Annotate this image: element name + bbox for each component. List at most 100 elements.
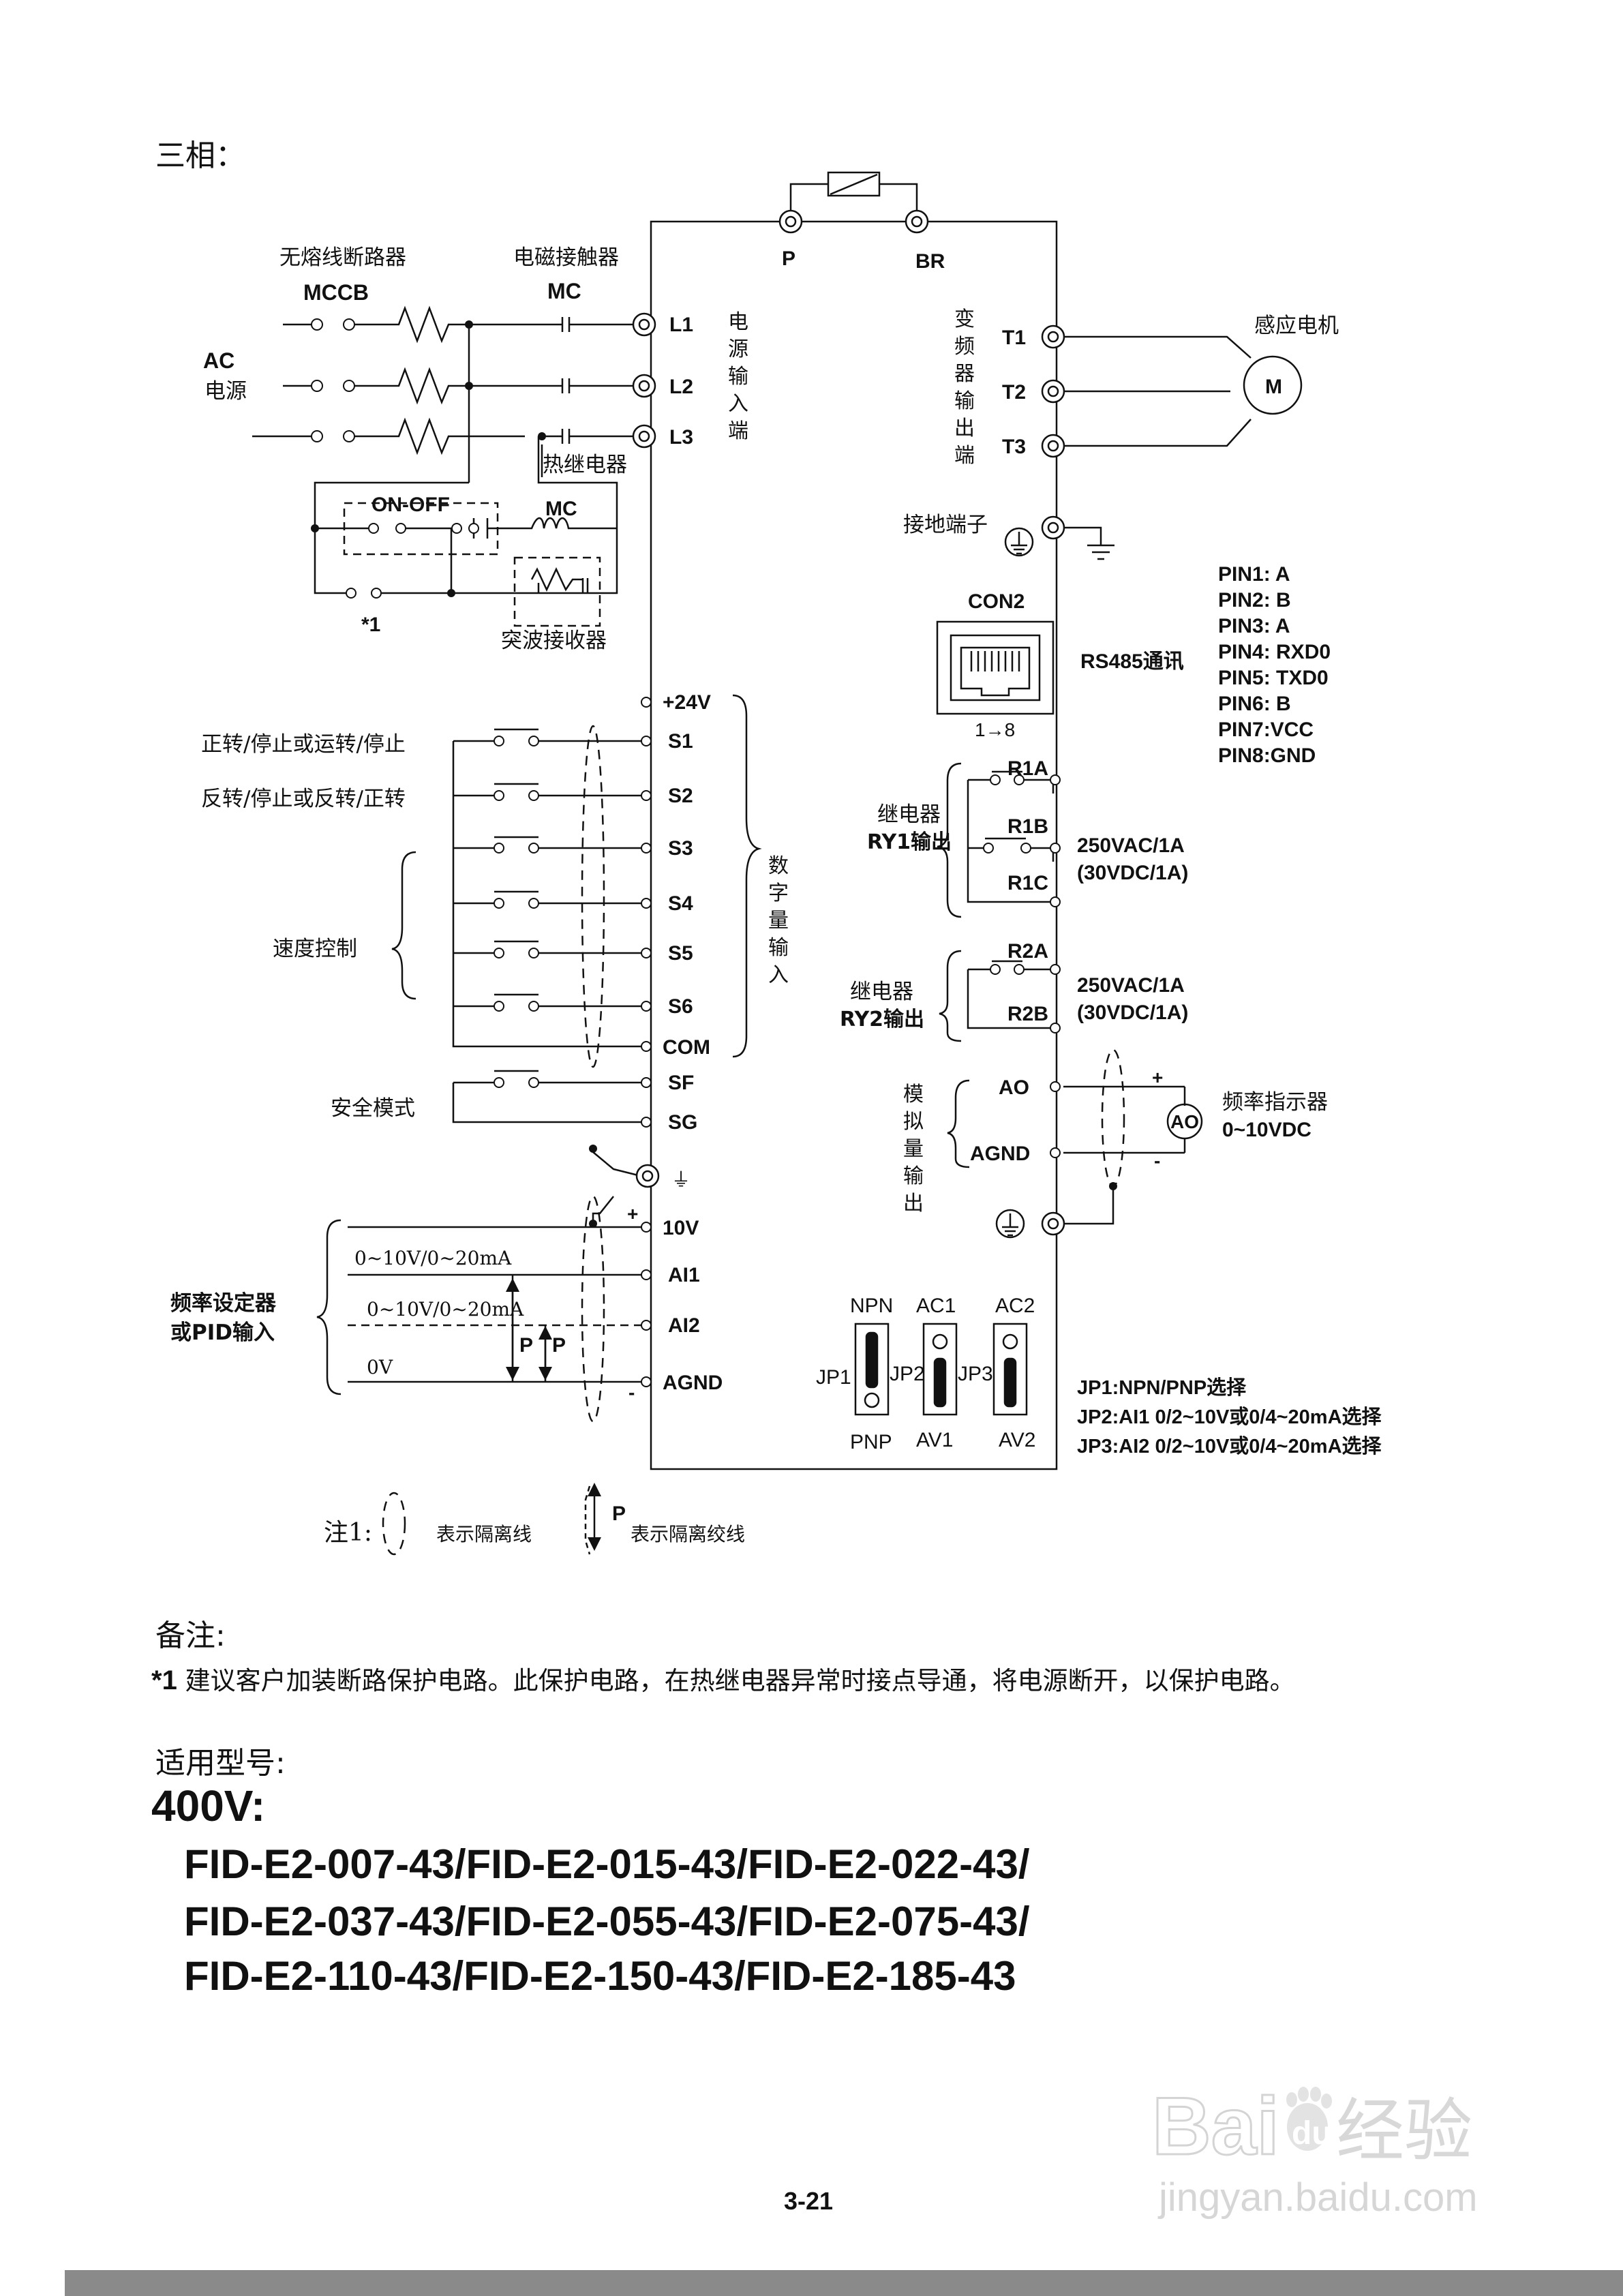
svg-text:拟: 拟 — [903, 1110, 924, 1134]
jp2-name: JP2 — [890, 1363, 925, 1385]
page-number: 3-21 — [784, 2187, 834, 2215]
small-terminals — [311, 318, 1061, 1387]
terminal-br: BR — [915, 250, 945, 273]
terminal-agnd-in: AGND — [663, 1372, 723, 1394]
svg-text:端: 端 — [728, 419, 748, 443]
ac-label: AC — [203, 348, 234, 373]
jumper-legend: JP1:NPN/PNP选择 JP2:AI1 0/2~10V或0/4~20mA选择… — [1077, 1376, 1382, 1457]
svg-text:SG: SG — [668, 1111, 697, 1134]
svg-text:出: 出 — [954, 417, 975, 440]
ground-terminal-label: 接地端子 — [903, 513, 988, 537]
voltage-class: 400V: — [151, 1781, 266, 1830]
p-mark-ai2: P — [552, 1334, 566, 1357]
baidu-watermark: Bai du 经验 — [1152, 2080, 1472, 2173]
relay1-label: 继电器 — [877, 802, 941, 827]
notes-heading: 备注: — [155, 1618, 226, 1653]
con2-label: CON2 — [968, 590, 1025, 613]
terminal-10v: 10V — [663, 1217, 699, 1239]
con2-connector — [936, 620, 1055, 715]
footnote-twisted: 表示隔离绞线 — [631, 1523, 745, 1545]
power-input-group-label: 电 源 输 入 端 — [728, 310, 748, 443]
motor-label: 感应电机 — [1254, 314, 1339, 338]
terminal-r1c: R1C — [1007, 872, 1048, 894]
svg-text:S5: S5 — [668, 942, 693, 965]
output-group-label: 变 频 器 输 出 端 — [954, 307, 975, 468]
svg-text:量: 量 — [903, 1137, 924, 1161]
svg-text:S1: S1 — [668, 730, 693, 753]
jp1-bottom-label: PNP — [850, 1431, 892, 1453]
wiring-diagram: 无熔线断路器 MCCB 电磁接触器 MC AC 电源 ON-OFF MC 热继电… — [170, 171, 1382, 1556]
terminal-r1b: R1B — [1007, 815, 1048, 838]
power-label: 电源 — [204, 379, 247, 404]
freq-setting-label: 频率设定器 — [170, 1291, 277, 1316]
relay2-brace — [939, 950, 962, 1042]
terminal-l3: L3 — [669, 426, 693, 449]
svg-text:S4: S4 — [668, 892, 693, 915]
relay1-brace — [937, 762, 962, 918]
freq-meter-label: 频率指示器 — [1222, 1090, 1328, 1115]
junction-dots — [311, 320, 1117, 1228]
svg-text:出: 出 — [903, 1192, 924, 1215]
relay2-contacts — [967, 960, 1053, 1029]
terminal-l2: L2 — [669, 376, 693, 398]
digital-input-brace — [732, 694, 762, 1058]
svg-text:PIN6: B: PIN6: B — [1218, 693, 1291, 715]
svg-text:输: 输 — [728, 365, 748, 389]
relay2-label: 继电器 — [850, 980, 913, 1004]
section-title: 三相： — [155, 138, 245, 173]
contactor-code: MC — [547, 279, 581, 303]
relay2-rating-dc: (30VDC/1A) — [1077, 1001, 1188, 1024]
freq-meter-range: 0~10VDC — [1222, 1119, 1311, 1141]
svg-text:+24V: +24V — [663, 691, 711, 714]
thermal-relay-label: 热继电器 — [543, 453, 627, 477]
ground-symbol — [1063, 526, 1114, 560]
jp1-name: JP1 — [816, 1366, 851, 1389]
footer-bar — [65, 2270, 1623, 2296]
svg-text:PIN4: RXD0: PIN4: RXD0 — [1218, 641, 1331, 663]
svg-text:入: 入 — [728, 392, 748, 416]
jp3-top-label: AC2 — [995, 1295, 1035, 1317]
relay1-output-label: RY1输出 — [867, 830, 952, 854]
con2-pin-range: 1→8 — [975, 719, 1015, 740]
con2-pin-list: PIN1: A PIN2: B PIN3: A PIN4: RXD0 PIN5:… — [1218, 563, 1331, 767]
watermark-url: jingyan.baidu.com — [1159, 2175, 1478, 2220]
mccb-label: 无熔线断路器 — [279, 245, 406, 270]
relay2-output-label: RY2输出 — [840, 1008, 924, 1031]
ai-minus: - — [628, 1382, 635, 1403]
model-line-1: FID-E2-007-43/FID-E2-015-43/FID-E2-022-4… — [184, 1841, 1030, 1887]
svg-text:PIN2: B: PIN2: B — [1218, 589, 1291, 611]
terminal-t2: T2 — [1002, 381, 1026, 404]
control-circuit — [314, 436, 618, 594]
svg-text:JP3:AI2 0/2~10V或0/4~20mA选择: JP3:AI2 0/2~10V或0/4~20mA选择 — [1077, 1435, 1382, 1457]
svg-text:源: 源 — [728, 337, 748, 361]
jp1-top-label: NPN — [850, 1295, 893, 1317]
svg-text:器: 器 — [954, 362, 975, 386]
note-1-mark: *1 — [361, 614, 380, 636]
freq-meter-symbol: AO — [1170, 1111, 1199, 1132]
svg-text:S2: S2 — [668, 785, 693, 807]
jumpers — [854, 1323, 1028, 1416]
svg-text:频: 频 — [954, 335, 975, 359]
terminal-agnd-out: AGND — [970, 1143, 1030, 1165]
note-1-mark-text: *1 — [151, 1665, 177, 1695]
analog-arrows — [506, 1278, 552, 1380]
watermark-brand-cn: 经验 — [1336, 2091, 1472, 2171]
terminal-r2b: R2B — [1007, 1003, 1048, 1025]
note-1-text: 建议客户加装断路保护电路。此保护电路，在热继电器异常时接点导通，将电源断开，以保… — [177, 1666, 1295, 1695]
speed-control-brace — [391, 851, 416, 1000]
svg-text:PIN7:VCC: PIN7:VCC — [1218, 719, 1314, 741]
pid-input-label: 或PID输入 — [170, 1320, 275, 1345]
contactor-label: 电磁接触器 — [513, 245, 619, 270]
terminal-r1a: R1A — [1007, 757, 1048, 780]
footnote-prefix: 注1: — [324, 1519, 372, 1547]
ground-icon-lower — [995, 1209, 1025, 1239]
digital-switches — [452, 728, 644, 1123]
footnote-shielded: 表示隔离线 — [436, 1523, 532, 1545]
motor-symbol: M — [1265, 376, 1282, 398]
inverter-box — [650, 220, 1058, 1470]
svg-text:PIN1: A: PIN1: A — [1218, 563, 1290, 586]
watermark-brand: Bai — [1152, 2081, 1279, 2172]
svg-text:端: 端 — [954, 444, 975, 468]
footnote-p-mark: P — [612, 1502, 626, 1525]
ground-icon-mid: ⏚ — [671, 1168, 691, 1191]
